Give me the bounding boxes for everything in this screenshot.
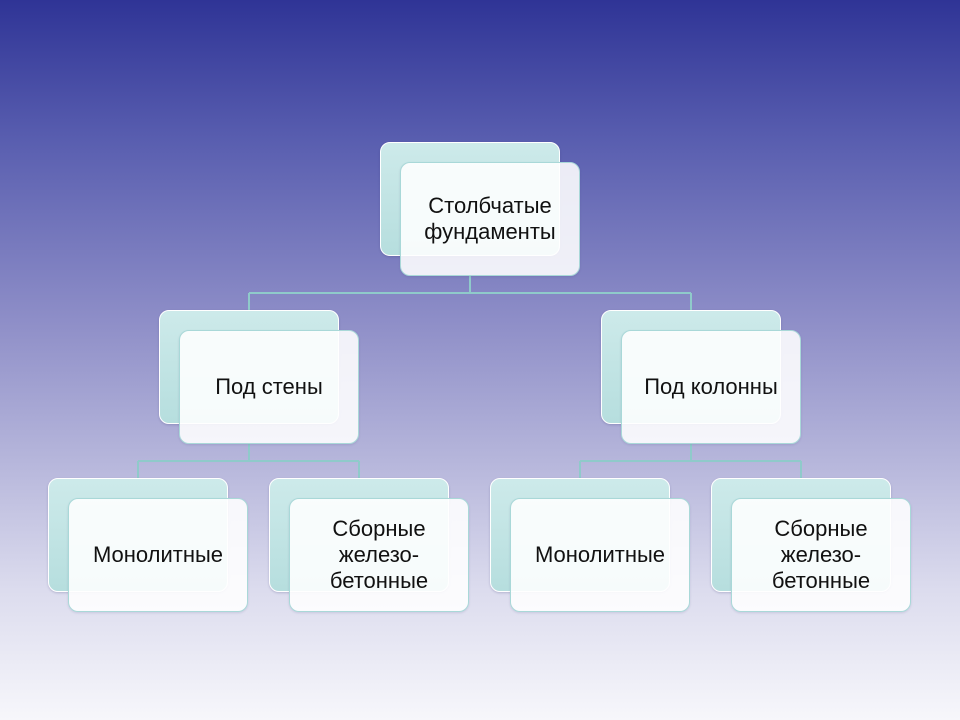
- node-right-child-1-box: Монолитные: [510, 498, 690, 612]
- node-root-label: Столбчатые фундаменты: [424, 193, 556, 244]
- node-left-box: Под стены: [179, 330, 359, 444]
- node-right-label: Под колонны: [644, 374, 778, 399]
- node-root-box: Столбчатые фундаменты: [400, 162, 580, 276]
- node-left-child-2-label: Сборные железо- бетонные: [329, 516, 429, 593]
- node-right-child-2-label: Сборные железо- бетонные: [771, 516, 871, 593]
- node-left-child-1-box: Монолитные: [68, 498, 248, 612]
- node-left-label: Под стены: [215, 374, 323, 399]
- node-right-box: Под колонны: [621, 330, 801, 444]
- node-left-child-2-box: Сборные железо- бетонные: [289, 498, 469, 612]
- node-left-child-1-label: Монолитные: [92, 542, 224, 567]
- node-right-child-1-label: Монолитные: [534, 542, 666, 567]
- node-right-child-2-box: Сборные железо- бетонные: [731, 498, 911, 612]
